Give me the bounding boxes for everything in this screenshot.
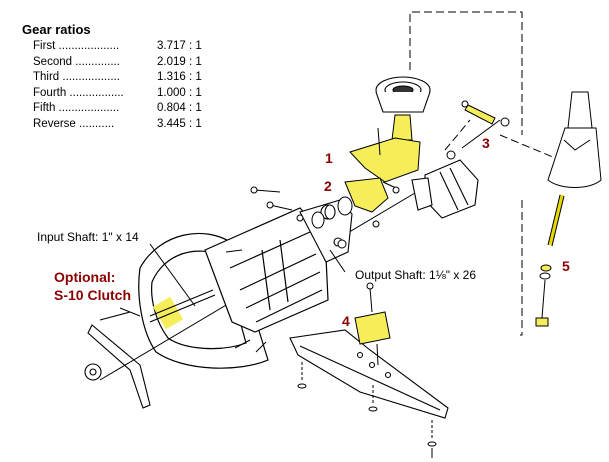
ratio-row: Third .................. 1.316 : 1 bbox=[33, 71, 218, 87]
output-shaft-label: Output Shaft: 1⅛" x 26 bbox=[355, 268, 477, 282]
ratio-name: Fourth ................. bbox=[33, 86, 124, 99]
ratio-name: Fifth ................... bbox=[33, 102, 120, 115]
ratio-name: Second .............. bbox=[33, 55, 120, 68]
callout-5: 5 bbox=[562, 258, 570, 274]
gearbox-body bbox=[204, 207, 329, 333]
callout-2: 2 bbox=[324, 178, 332, 194]
leader-lines bbox=[397, 11, 561, 336]
ratio-value: 2.019 : 1 bbox=[157, 55, 202, 68]
shift-boot bbox=[375, 76, 431, 113]
ratio-row: First ................... 3.717 : 1 bbox=[33, 40, 218, 56]
ratio-value: 0.804 : 1 bbox=[157, 102, 202, 115]
optional-label: Optional: bbox=[54, 269, 116, 285]
ratio-name: First ................... bbox=[33, 40, 120, 52]
gear-ratios-table: First ................... 3.717 : 1 Seco… bbox=[33, 40, 218, 134]
bottom-bolts bbox=[297, 362, 437, 458]
input-shaft-highlight bbox=[152, 296, 184, 330]
input-shaft-label: Input Shaft: 1" x 14 bbox=[37, 230, 139, 244]
input-shaft-leader bbox=[149, 243, 196, 307]
clutch-fork bbox=[84, 311, 151, 409]
bell-housing bbox=[138, 232, 269, 369]
ratio-value: 3.445 : 1 bbox=[157, 117, 202, 130]
ratio-value: 1.316 : 1 bbox=[157, 71, 202, 84]
mount-4 bbox=[354, 282, 391, 366]
clutch-label: S-10 Clutch bbox=[54, 287, 132, 303]
callout-3: 3 bbox=[482, 135, 490, 151]
bearings bbox=[311, 196, 353, 229]
gear-ratios-title: Gear ratios bbox=[22, 22, 91, 37]
shifter-lever bbox=[535, 91, 602, 327]
ratio-row: Fourth ................. 1.000 : 1 bbox=[33, 87, 218, 103]
ratio-row: Reverse ........... 3.445 : 1 bbox=[33, 118, 218, 134]
callout-1: 1 bbox=[325, 150, 333, 166]
output-shaft-leader bbox=[329, 249, 346, 273]
shift-assembly bbox=[411, 159, 479, 219]
callout-4: 4 bbox=[342, 313, 350, 329]
crossmember bbox=[289, 329, 449, 419]
ratio-name: Third .................. bbox=[33, 71, 120, 84]
bolts bbox=[119, 186, 347, 353]
ratio-row: Second .............. 2.019 : 1 bbox=[33, 56, 218, 72]
shifter-mount bbox=[349, 114, 421, 183]
ratio-row: Fifth ................... 0.804 : 1 bbox=[33, 102, 218, 118]
ratio-value: 3.717 : 1 bbox=[157, 40, 202, 52]
shift-rod-3 bbox=[446, 100, 510, 160]
ratio-value: 1.000 : 1 bbox=[157, 86, 202, 99]
bracket-2 bbox=[344, 177, 400, 228]
ratio-name: Reverse ........... bbox=[33, 117, 115, 130]
